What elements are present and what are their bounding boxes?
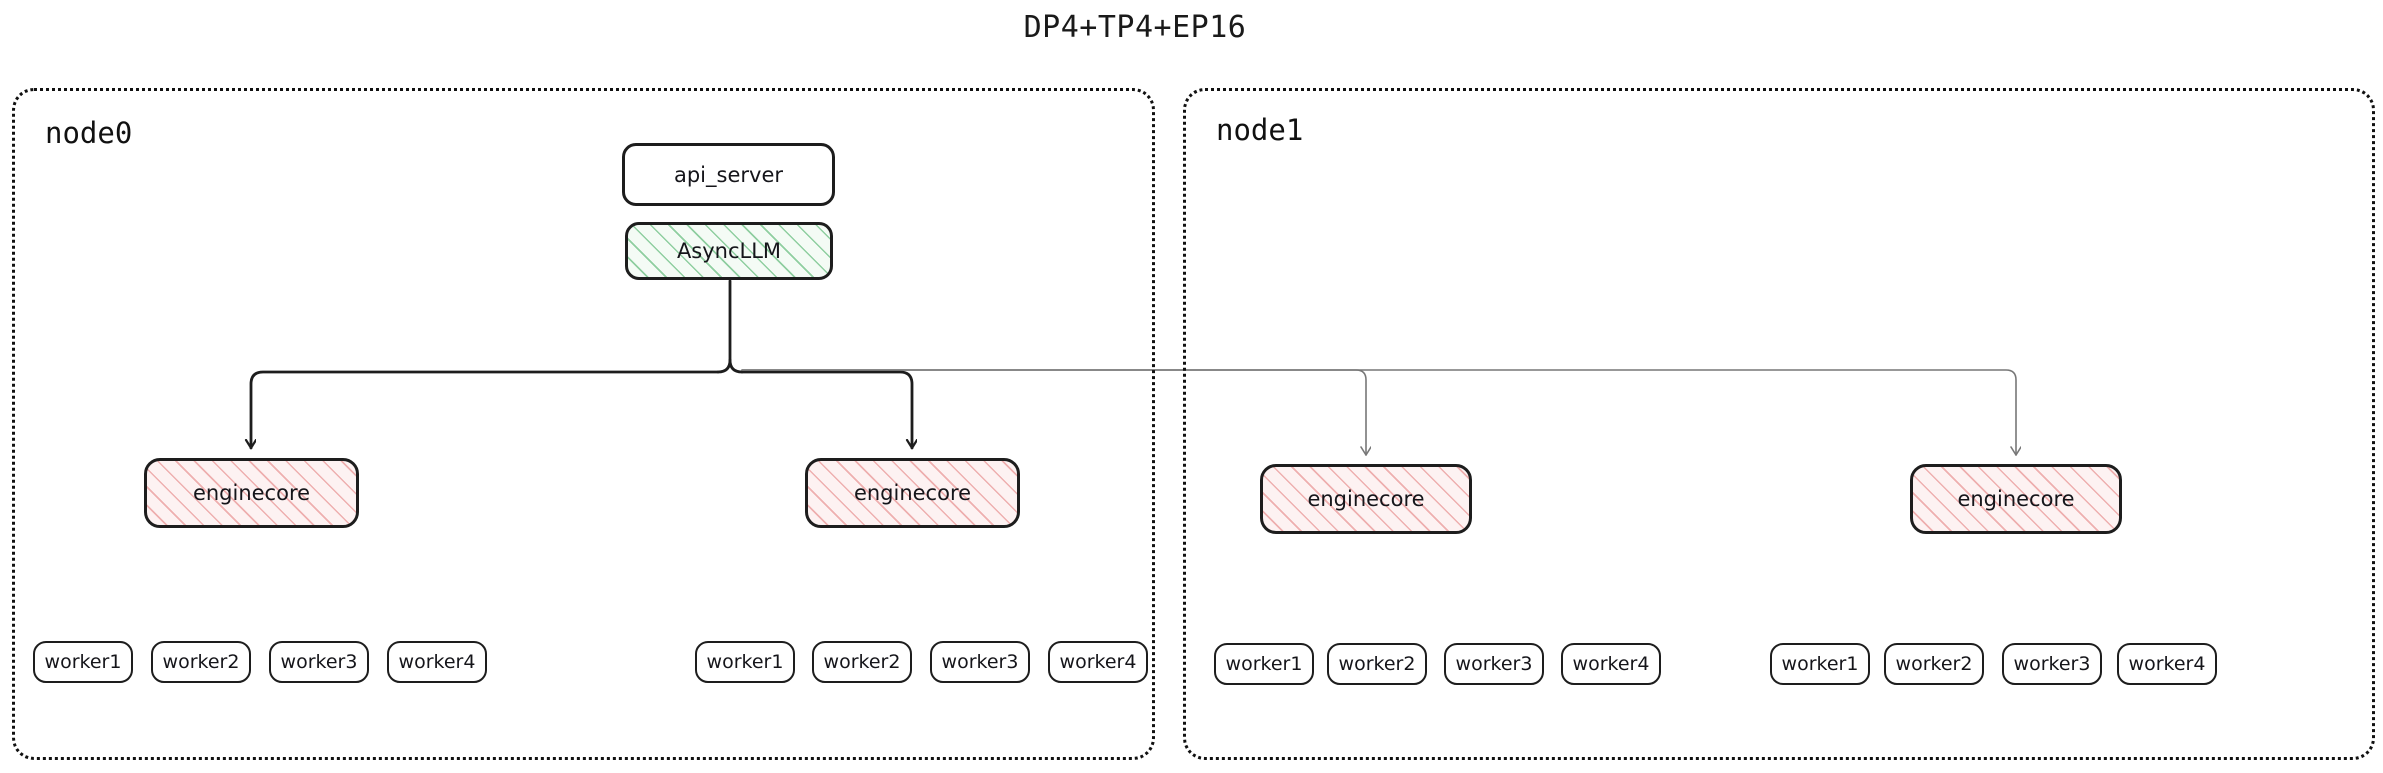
worker-label: worker1	[1225, 653, 1303, 675]
enginecore-box-3[interactable]: enginecore	[1910, 464, 2122, 534]
worker-box[interactable]: worker4	[387, 641, 487, 683]
worker-box[interactable]: worker2	[1327, 643, 1427, 685]
worker-label: worker3	[1455, 653, 1533, 675]
api-server-label: api_server	[673, 162, 783, 187]
worker-label: worker2	[162, 651, 240, 673]
worker-label: worker1	[44, 651, 122, 673]
worker-box[interactable]: worker3	[1444, 643, 1544, 685]
worker-label: worker3	[2013, 653, 2091, 675]
worker-box[interactable]: worker3	[2002, 643, 2102, 685]
enginecore-label: enginecore	[192, 481, 311, 505]
worker-box[interactable]: worker1	[1214, 643, 1314, 685]
worker-label: worker3	[941, 651, 1019, 673]
enginecore-label: enginecore	[853, 481, 972, 505]
worker-box[interactable]: worker1	[1770, 643, 1870, 685]
cluster-node0: node0	[12, 88, 1155, 760]
worker-label: worker2	[823, 651, 901, 673]
worker-box[interactable]: worker4	[2117, 643, 2217, 685]
worker-box[interactable]: worker4	[1561, 643, 1661, 685]
enginecore-box-0[interactable]: enginecore	[144, 458, 359, 528]
worker-label: worker1	[1781, 653, 1859, 675]
cluster-node1: node1	[1183, 88, 2375, 760]
worker-label: worker2	[1895, 653, 1973, 675]
enginecore-label: enginecore	[1307, 487, 1425, 511]
worker-box[interactable]: worker2	[151, 641, 251, 683]
async-llm-label: AsyncLLM	[676, 239, 782, 263]
cluster-node0-label: node0	[45, 116, 133, 150]
cluster-node1-label: node1	[1216, 113, 1304, 147]
enginecore-label: enginecore	[1957, 487, 2075, 511]
worker-label: worker4	[2128, 653, 2206, 675]
worker-box[interactable]: worker3	[930, 641, 1030, 683]
worker-box[interactable]: worker2	[1884, 643, 1984, 685]
enginecore-box-2[interactable]: enginecore	[1260, 464, 1472, 534]
page-title: DP4+TP4+EP16	[1023, 10, 1247, 45]
worker-label: worker4	[1059, 651, 1137, 673]
api-server-box[interactable]: api_server	[622, 143, 835, 206]
async-llm-box[interactable]: AsyncLLM	[625, 222, 833, 280]
worker-label: worker4	[398, 651, 476, 673]
worker-box[interactable]: worker4	[1048, 641, 1148, 683]
worker-box[interactable]: worker1	[695, 641, 795, 683]
worker-box[interactable]: worker2	[812, 641, 912, 683]
worker-box[interactable]: worker3	[269, 641, 369, 683]
worker-label: worker1	[706, 651, 784, 673]
worker-label: worker2	[1338, 653, 1416, 675]
worker-label: worker3	[280, 651, 358, 673]
enginecore-box-1[interactable]: enginecore	[805, 458, 1020, 528]
worker-label: worker4	[1572, 653, 1650, 675]
worker-box[interactable]: worker1	[33, 641, 133, 683]
